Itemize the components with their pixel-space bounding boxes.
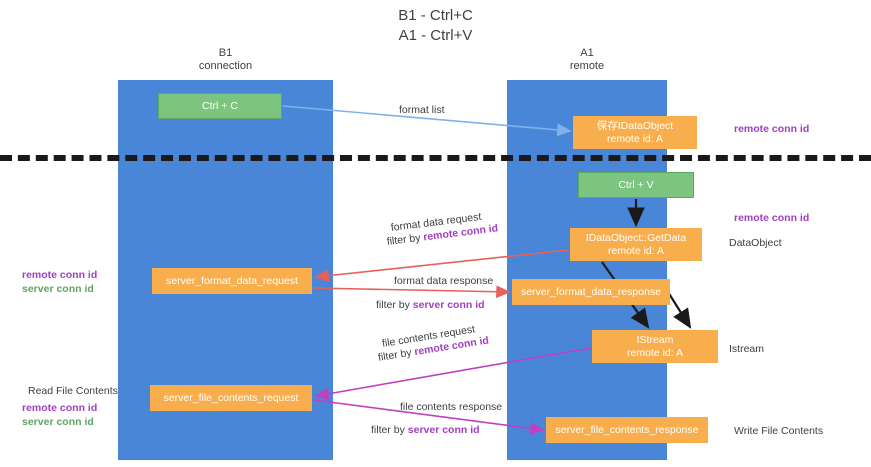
- annotation-remote-conn-id-left-1: remote conn id: [22, 269, 98, 281]
- annotation-istream: Istream: [729, 343, 765, 355]
- node-server-file-contents-response[interactable]: server_file_contents_response: [546, 417, 708, 443]
- node-sfd-response-label: server_format_data_response: [520, 285, 662, 298]
- edge-response-istream: [667, 291, 692, 329]
- filter-by-text-1: filter by: [386, 231, 425, 248]
- node-sfd-request-label: server_format_data_request: [166, 274, 298, 287]
- node-ctrl-c[interactable]: Ctrl + C: [158, 93, 282, 119]
- node-istream[interactable]: IStream remote id: A: [592, 330, 718, 363]
- column-header-a1-line1: A1: [580, 47, 594, 59]
- edge-label-format-list: format list: [399, 104, 445, 116]
- annotation-remote-conn-id-top: remote conn id: [734, 123, 810, 135]
- filter-by-text-4: filter by: [371, 424, 408, 436]
- column-header-b1-line1: B1: [218, 47, 233, 59]
- node-sfc-response-label: server_file_contents_response: [555, 423, 699, 436]
- annotation-write-file-contents: Write File Contents: [734, 425, 824, 437]
- server-conn-id-text-2: server conn id: [407, 424, 480, 436]
- title-line-2: A1 - Ctrl+V: [398, 27, 473, 44]
- edge-label-filter-server-1: filter by server conn id: [376, 298, 485, 312]
- node-ctrl-v-label: Ctrl + V: [618, 178, 654, 191]
- node-istream-label: IStream: [636, 333, 674, 346]
- section-divider: [0, 155, 871, 161]
- annotation-read-file-contents: Read File Contents: [28, 385, 118, 397]
- edge-format-data-response: [313, 285, 511, 299]
- node-sfc-request-label: server_file_contents_request: [163, 391, 299, 404]
- node-idataobject-sublabel: remote id: A: [606, 132, 664, 145]
- server-conn-id-text-1: server conn id: [412, 299, 485, 311]
- column-header-a1: A1 remote: [507, 47, 667, 73]
- annotation-conn-ids-lower: remote conn id server conn id: [22, 401, 97, 429]
- filter-by-text-2: filter by: [376, 299, 413, 311]
- page-title: B1 - Ctrl+C A1 - Ctrl+V: [0, 6, 871, 46]
- node-getdata-label: IDataObject::GetData: [585, 231, 687, 244]
- edge-label-filter-server-2: filter by server conn id: [371, 423, 480, 437]
- annotation-server-conn-id-left-2: server conn id: [22, 416, 94, 428]
- annotation-dataobject: DataObject: [729, 237, 782, 249]
- node-ctrl-v[interactable]: Ctrl + V: [578, 172, 694, 198]
- node-idataobject-label: 保存IDataObject: [596, 119, 674, 132]
- edge-label-file-contents-response: file contents response: [400, 401, 503, 413]
- column-header-b1: B1 connection: [118, 47, 333, 73]
- node-server-format-data-request[interactable]: server_format_data_request: [152, 268, 312, 294]
- annotation-server-conn-id-left-1: server conn id: [22, 283, 94, 295]
- title-line-1: B1 - Ctrl+C: [398, 7, 473, 24]
- node-istream-sublabel: remote id: A: [626, 346, 684, 359]
- edge-label-format-data-response: format data response: [394, 275, 494, 287]
- annotation-remote-conn-id-left-2: remote conn id: [22, 402, 98, 414]
- node-server-format-data-response[interactable]: server_format_data_response: [512, 279, 670, 305]
- node-getdata-sublabel: remote id: A: [607, 244, 665, 257]
- column-header-a1-line2: remote: [569, 60, 605, 72]
- node-idataobject[interactable]: 保存IDataObject remote id: A: [573, 116, 697, 149]
- annotation-remote-conn-id-mid: remote conn id: [734, 212, 810, 224]
- annotation-conn-ids-upper: remote conn id server conn id: [22, 268, 97, 296]
- node-idataobject-getdata[interactable]: IDataObject::GetData remote id: A: [570, 228, 702, 261]
- node-ctrl-c-label: Ctrl + C: [202, 99, 238, 112]
- node-server-file-contents-request[interactable]: server_file_contents_request: [150, 385, 312, 411]
- column-header-b1-line2: connection: [198, 60, 253, 72]
